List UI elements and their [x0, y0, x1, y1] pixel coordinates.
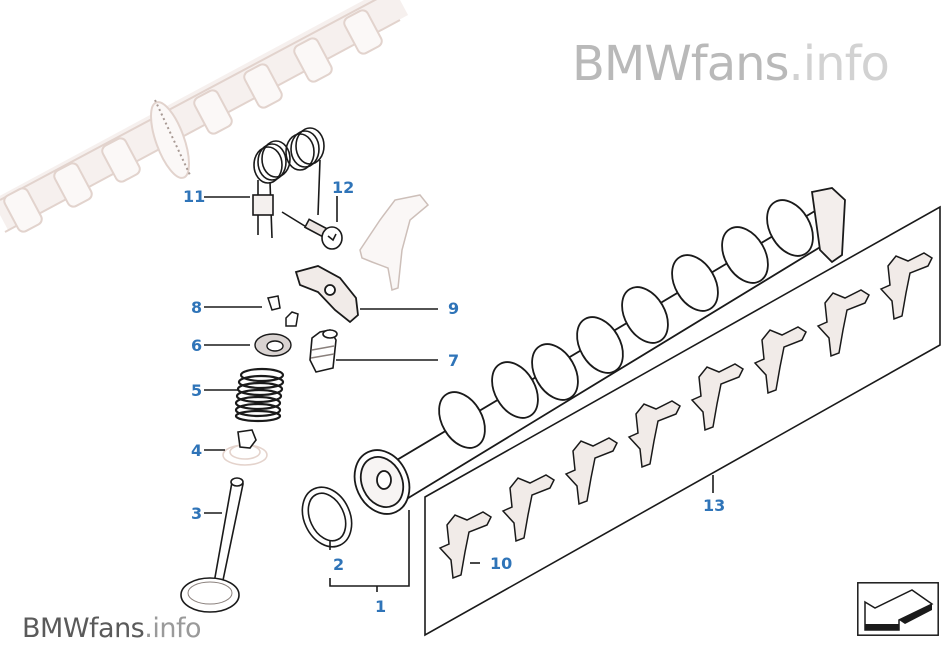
watermark-top-suffix: .info: [788, 36, 890, 92]
hydraulic-lifter-part: [309, 329, 338, 373]
callout-2[interactable]: 2: [333, 555, 345, 574]
callout-8[interactable]: 8: [191, 298, 203, 317]
seal-ring-part: [301, 486, 353, 548]
direction-arrow-icon: [857, 582, 939, 636]
callout-7[interactable]: 7: [448, 351, 460, 370]
callout-13[interactable]: 13: [703, 496, 726, 515]
valve-stem-seal-part: [222, 429, 268, 466]
callout-6[interactable]: 6: [191, 336, 203, 355]
watermark-bottom-brand: BMWfans: [22, 613, 145, 644]
lever-set-box: [424, 205, 941, 637]
valve-part: [180, 477, 244, 613]
intermediate-lever: [690, 363, 744, 432]
intermediate-lever: [564, 437, 618, 506]
rocker-arm-part: [294, 265, 359, 324]
callout-1[interactable]: 1: [375, 597, 387, 616]
intermediate-lever: [501, 474, 555, 543]
intermediate-lever: [753, 326, 807, 395]
spring-retainer-part: [254, 333, 292, 357]
intermediate-lever: [816, 289, 870, 358]
intermediate-lever: [879, 252, 933, 321]
callout-9[interactable]: 9: [448, 299, 460, 318]
callout-4[interactable]: 4: [191, 441, 203, 460]
valve-keepers-part: [267, 295, 299, 327]
callout-12[interactable]: 12: [332, 178, 355, 197]
callout-10[interactable]: 10: [490, 554, 513, 573]
callout-5[interactable]: 5: [191, 381, 203, 400]
callout-11[interactable]: 11: [183, 187, 206, 206]
bolt-part: [281, 211, 343, 250]
valve-spring-part: [234, 367, 285, 423]
intermediate-lever: [627, 400, 681, 469]
ghost-camshaft: [0, 0, 409, 233]
torsion-spring-part: [252, 127, 325, 239]
watermark-top: BMWfans.info: [572, 40, 890, 88]
watermark-bottom: BMWfans.info: [22, 615, 201, 642]
watermark-top-brand: BMWfans: [572, 36, 790, 92]
ghost-rocker-part: [359, 194, 430, 291]
intermediate-levers: [438, 252, 933, 580]
leader-lines: [204, 196, 714, 592]
watermark-bottom-suffix: .info: [144, 613, 201, 644]
intermediate-lever: [438, 511, 492, 580]
camshaft-part: [353, 187, 846, 515]
callout-3[interactable]: 3: [191, 504, 203, 523]
